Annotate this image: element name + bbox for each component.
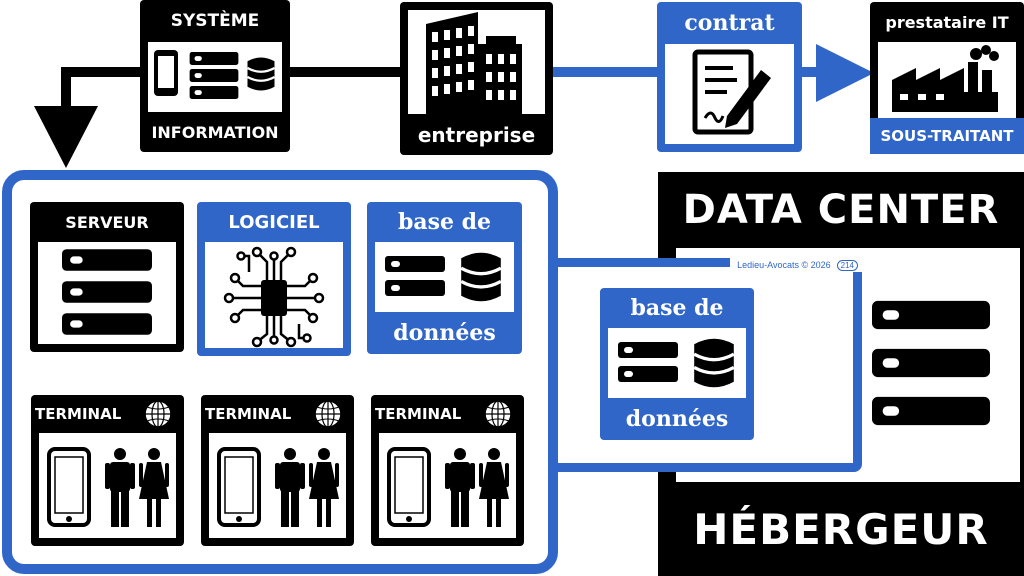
server-rack-icon (62, 249, 152, 335)
server-list-icon (618, 342, 678, 382)
terminal-label: TERMINAL (375, 405, 462, 423)
globe-icon (314, 400, 342, 428)
credit-area: Ledieu-Avocats © 2026 214 (730, 258, 862, 272)
logiciel-icon-area (205, 242, 343, 348)
woman-icon (309, 448, 339, 527)
server-list-icon (189, 52, 239, 99)
datacenter-server-icon (872, 300, 990, 426)
man-icon (275, 448, 305, 527)
bdd-middle-icon-area (608, 328, 746, 398)
database-icon (692, 337, 736, 389)
woman-icon (479, 448, 509, 527)
entreprise-icon-area (408, 10, 545, 114)
line-systeme-down (61, 67, 140, 110)
server-list-icon (385, 256, 445, 296)
terminal-box-2: TERMINAL (201, 395, 354, 546)
sous-traitant-label: SOUS-TRAITANT (870, 118, 1024, 154)
bdd-inner-icon-area (375, 242, 514, 312)
systeme-information-box: SYSTÈME INFORMATION (140, 0, 290, 152)
bdd-middle-bottom-label: données (625, 406, 729, 432)
serveur-box: SERVEUR (30, 202, 184, 352)
right-arrow-icon (816, 44, 874, 102)
information-label: INFORMATION (151, 122, 279, 142)
contrat-box: contrat (657, 2, 802, 152)
data-center-label: DATA CENTER (682, 187, 1000, 233)
bdd-middle-top-label: base de (630, 295, 724, 321)
entreprise-box: entreprise (400, 2, 553, 155)
tablet-icon (387, 447, 431, 527)
logiciel-box: LOGICIEL (197, 202, 351, 356)
terminal-header: TERMINAL (31, 395, 184, 433)
database-icon (459, 251, 503, 303)
woman-icon (139, 448, 169, 527)
globe-icon (484, 400, 512, 428)
terminal-icon-area (39, 433, 176, 538)
terminal-label: TERMINAL (35, 405, 122, 423)
terminal-box-1: TERMINAL (31, 395, 184, 546)
circuit-chip-icon (223, 246, 325, 348)
terminal-box-3: TERMINAL (371, 395, 524, 546)
prestataire-icon-area (878, 42, 1016, 118)
bdd-middle-box: base de données (600, 288, 754, 440)
tablet-icon (217, 447, 261, 527)
serveur-icon-area (38, 242, 176, 344)
contrat-icon-area (665, 44, 794, 144)
prestataire-label: prestataire IT (885, 12, 1009, 32)
building-icon (426, 12, 522, 114)
bdd-inner-bottom-label: données (393, 320, 496, 346)
man-icon (105, 448, 135, 527)
tablet-icon (47, 447, 91, 527)
prestataire-box: prestataire IT SOUS-TRAITANT (870, 2, 1024, 154)
credit-text: Ledieu-Avocats © 2026 (737, 260, 831, 270)
contrat-label: contrat (684, 10, 775, 36)
terminal-header: TERMINAL (201, 395, 354, 433)
terminal-icon-area (209, 433, 346, 538)
down-arrow-icon (34, 106, 98, 168)
bdd-inner-box: base de données (367, 202, 522, 354)
terminal-header: TERMINAL (371, 395, 524, 433)
database-icon (246, 55, 276, 93)
globe-icon (144, 400, 172, 428)
man-icon (445, 448, 475, 527)
logiciel-label: LOGICIEL (228, 211, 320, 233)
terminal-label: TERMINAL (205, 405, 292, 423)
systeme-label: SYSTÈME (170, 11, 260, 31)
terminal-icon-area (379, 433, 516, 538)
factory-icon (892, 45, 999, 112)
contract-pen-icon (692, 49, 771, 135)
entreprise-label: entreprise (417, 122, 536, 147)
hebergeur-label: HÉBERGEUR (693, 504, 989, 554)
page-number: 214 (836, 259, 858, 271)
phone-icon (154, 50, 178, 96)
serveur-label: SERVEUR (65, 212, 149, 232)
bdd-inner-top-label: base de (397, 209, 492, 235)
systeme-icon-area (148, 42, 282, 112)
